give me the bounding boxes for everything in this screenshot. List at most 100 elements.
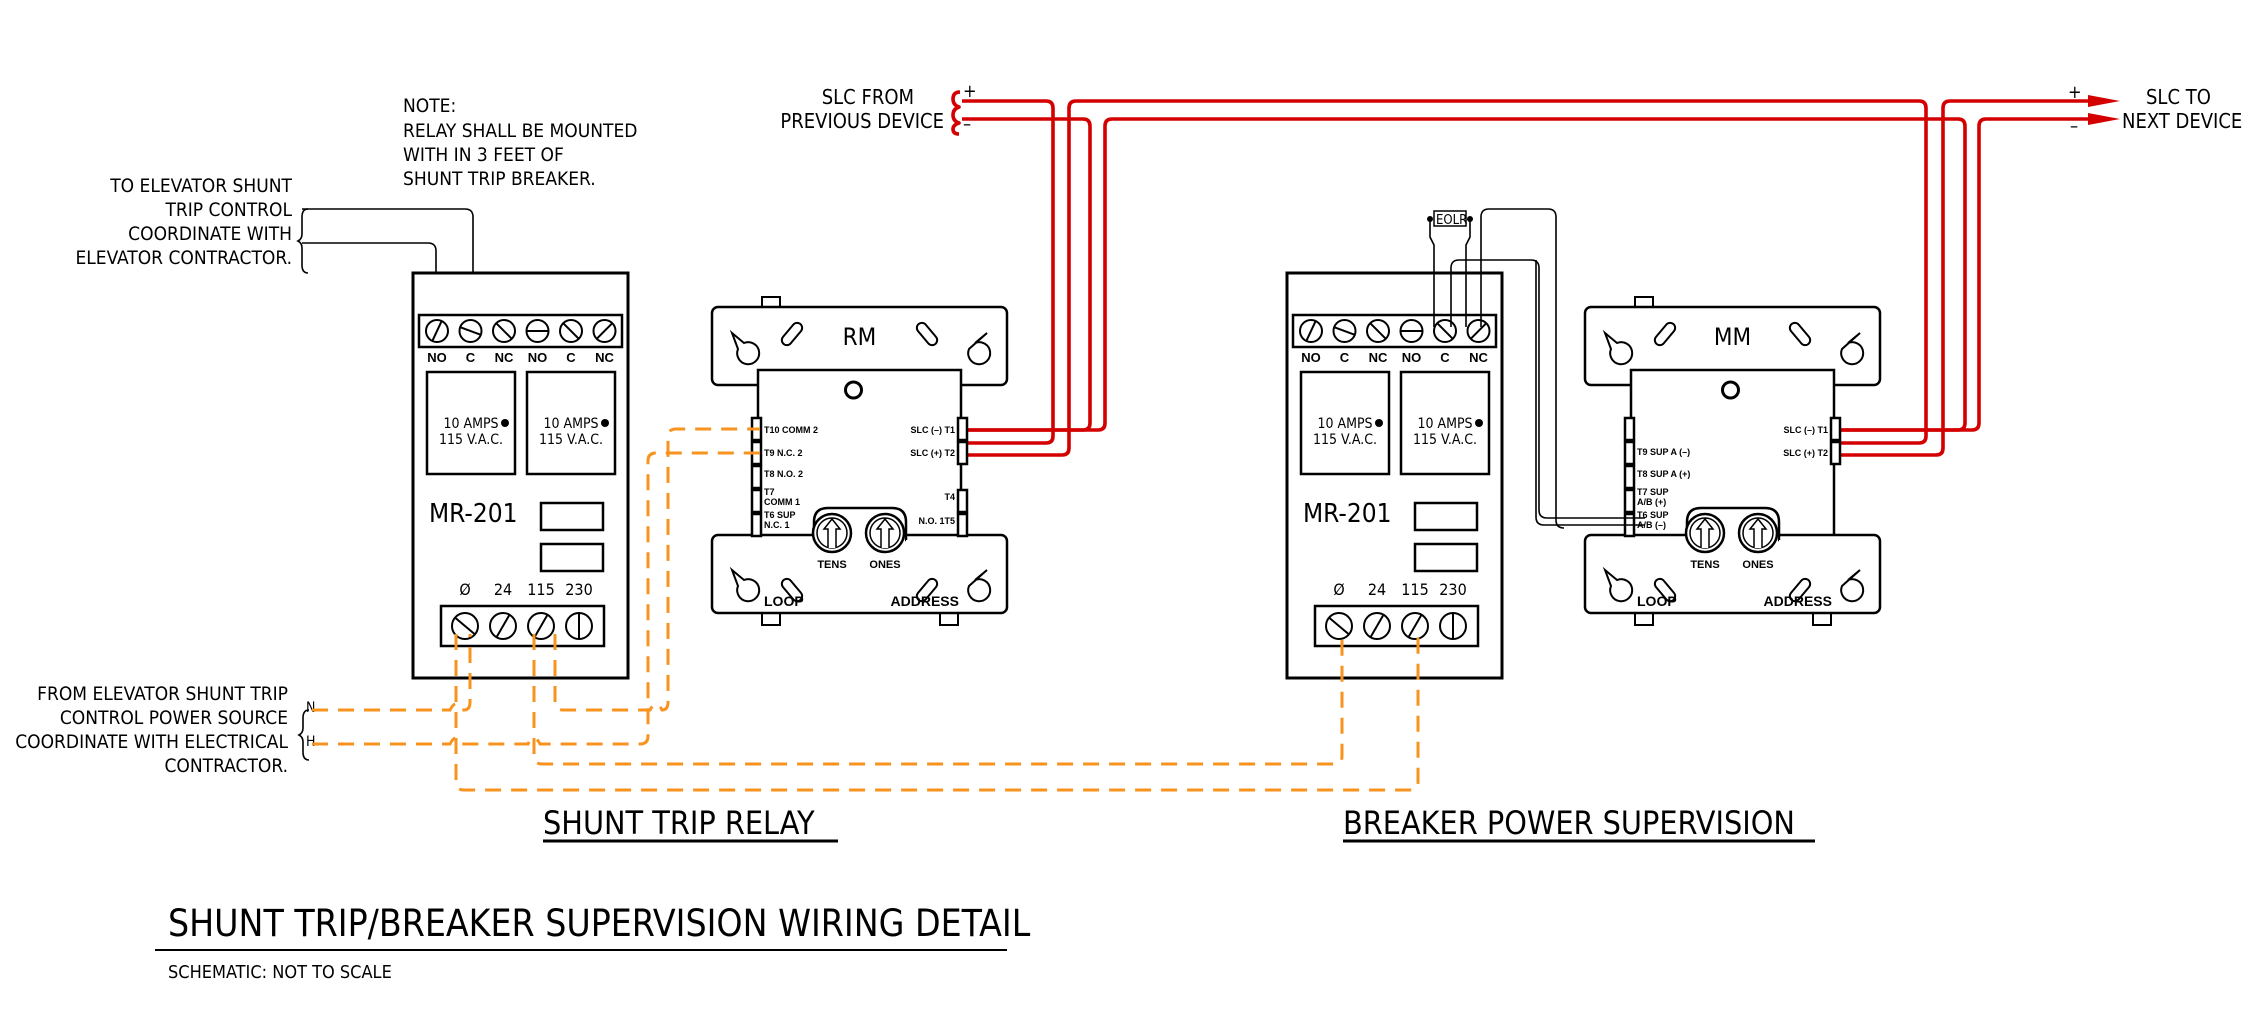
terminal-block <box>750 464 763 490</box>
rating-voltage: 115 V.A.C. <box>439 432 503 448</box>
power-terminal-label: 24 <box>1368 580 1386 599</box>
drawing-subtitle: SCHEMATIC: NOT TO SCALE <box>168 962 392 983</box>
screw-terminal-icon <box>1466 319 1491 343</box>
label-line: TRIP CONTROL <box>164 199 292 221</box>
screw-terminal-icon <box>1332 319 1357 343</box>
terminal-label: SLC (+) T2 <box>1783 448 1828 458</box>
rating-amps: 10 AMPS <box>443 416 498 432</box>
slc-in-squiggle <box>951 90 961 136</box>
label-line: ELEVATOR CONTRACTOR. <box>75 247 292 269</box>
note-line: SHUNT TRIP BREAKER. <box>403 168 596 190</box>
neutral-label: N <box>306 700 315 716</box>
screw-terminal-icon <box>1401 612 1429 640</box>
module-name: RM <box>843 323 877 351</box>
control-wire-c <box>302 208 474 327</box>
terminal-label: SLC (–) T1 <box>910 425 955 435</box>
terminal-label: T7 <box>764 487 775 497</box>
label-line: FROM ELEVATOR SHUNT TRIP <box>37 683 288 705</box>
indicator-window <box>539 542 605 573</box>
eolr-label: EOLR <box>1436 213 1467 228</box>
terminal-label: NO <box>1301 350 1321 365</box>
label-line: TO ELEVATOR SHUNT <box>109 175 292 197</box>
power-terminal-label: Ø <box>1333 580 1344 599</box>
terminal-label: C <box>566 350 576 365</box>
terminal-label: T4 <box>944 492 955 502</box>
indicator-window <box>539 501 605 532</box>
note-line: RELAY SHALL BE MOUNTED <box>403 120 637 142</box>
led-indicator-icon <box>1721 380 1740 400</box>
screw-terminal-icon <box>1366 319 1390 343</box>
rating-amps: 10 AMPS <box>543 416 598 432</box>
terminal-label: SLC (–) T1 <box>1783 425 1828 435</box>
mounting-bracket-bottom <box>710 533 1009 615</box>
terminal-block <box>1623 488 1636 514</box>
slc-in-minus: – <box>963 114 971 135</box>
contact-terminal-strip <box>417 313 624 349</box>
terminal-label: T6 SUP <box>764 510 796 520</box>
terminal-label: A/B (–) <box>1637 520 1666 530</box>
terminal-label: N.C. 1 <box>764 520 790 530</box>
relay-model-label: MR-201 <box>1303 499 1391 529</box>
terminal-label: NC <box>495 350 514 365</box>
hot-label: H <box>306 734 315 750</box>
terminal-block <box>750 488 763 514</box>
terminal-label: NC <box>1369 350 1388 365</box>
terminal-label: NO <box>427 350 447 365</box>
rating-amps: 10 AMPS <box>1417 416 1472 432</box>
elevator-control-label: TO ELEVATOR SHUNT TRIP CONTROL COORDINAT… <box>75 175 292 269</box>
label-line: NEXT DEVICE <box>2122 109 2242 133</box>
loop-label: LOOP <box>1637 593 1677 609</box>
terminal-label: C <box>1340 350 1350 365</box>
screw-terminal-icon <box>559 319 583 343</box>
screw-terminal-icon <box>1439 612 1467 640</box>
slc-wiring <box>955 99 2092 457</box>
terminal-label: NC <box>1469 350 1488 365</box>
screw-terminal-icon <box>1299 319 1323 343</box>
dial-label-tens: TENS <box>1690 559 1719 571</box>
arrow-plus-icon <box>2088 95 2120 107</box>
power-wiring <box>312 427 1420 792</box>
screw-terminal-icon <box>525 319 550 343</box>
screw-terminal-icon <box>425 319 449 343</box>
mounting-bracket-bottom <box>1583 533 1882 615</box>
section-title-shunt-trip-relay: SHUNT TRIP RELAY <box>543 804 815 842</box>
terminal-block <box>1623 416 1636 442</box>
dial-label-ones: ONES <box>869 559 900 571</box>
rating-amps: 10 AMPS <box>1317 416 1372 432</box>
terminal-label: NO <box>1402 350 1422 365</box>
terminal-label: SLC (+) T2 <box>910 448 955 458</box>
power-terminal-label: 24 <box>494 580 512 599</box>
dial-label-tens: TENS <box>817 559 846 571</box>
screw-terminal-icon <box>1433 319 1457 343</box>
rating-voltage: 115 V.A.C. <box>1413 432 1477 448</box>
terminal-label: C <box>466 350 476 365</box>
power-terminal-label: Ø <box>459 580 470 599</box>
label-line: SLC TO <box>2146 85 2211 109</box>
screw-terminal-icon <box>527 612 555 640</box>
indicator-window <box>1413 542 1479 573</box>
terminal-label: T9 N.C. 2 <box>764 448 803 458</box>
terminal-label: NC <box>595 350 614 365</box>
power-source-label: FROM ELEVATOR SHUNT TRIP CONTROL POWER S… <box>15 683 288 777</box>
arrow-minus-icon <box>2088 113 2120 125</box>
terminal-label: T7 SUP <box>1637 487 1669 497</box>
terminal-label: T10 COMM 2 <box>764 425 818 435</box>
terminal-label: N.O. 1T5 <box>918 516 955 526</box>
led-indicator-icon <box>844 380 863 400</box>
brace <box>297 709 310 761</box>
screw-terminal-icon <box>1363 612 1391 640</box>
slc-from-label: SLC FROM PREVIOUS DEVICE <box>780 85 944 133</box>
power-terminal-label: 115 <box>1401 580 1428 599</box>
slc-to-label: SLC TO NEXT DEVICE <box>2122 85 2242 133</box>
terminal-label: T8 N.O. 2 <box>764 469 803 479</box>
relay-coil-box <box>1399 370 1491 476</box>
power-terminal-label: 230 <box>565 580 592 599</box>
label-line: CONTRACTOR. <box>164 755 288 777</box>
terminal-block <box>750 512 763 538</box>
label-line: PREVIOUS DEVICE <box>780 109 944 133</box>
relay-model-label: MR-201 <box>429 499 517 529</box>
